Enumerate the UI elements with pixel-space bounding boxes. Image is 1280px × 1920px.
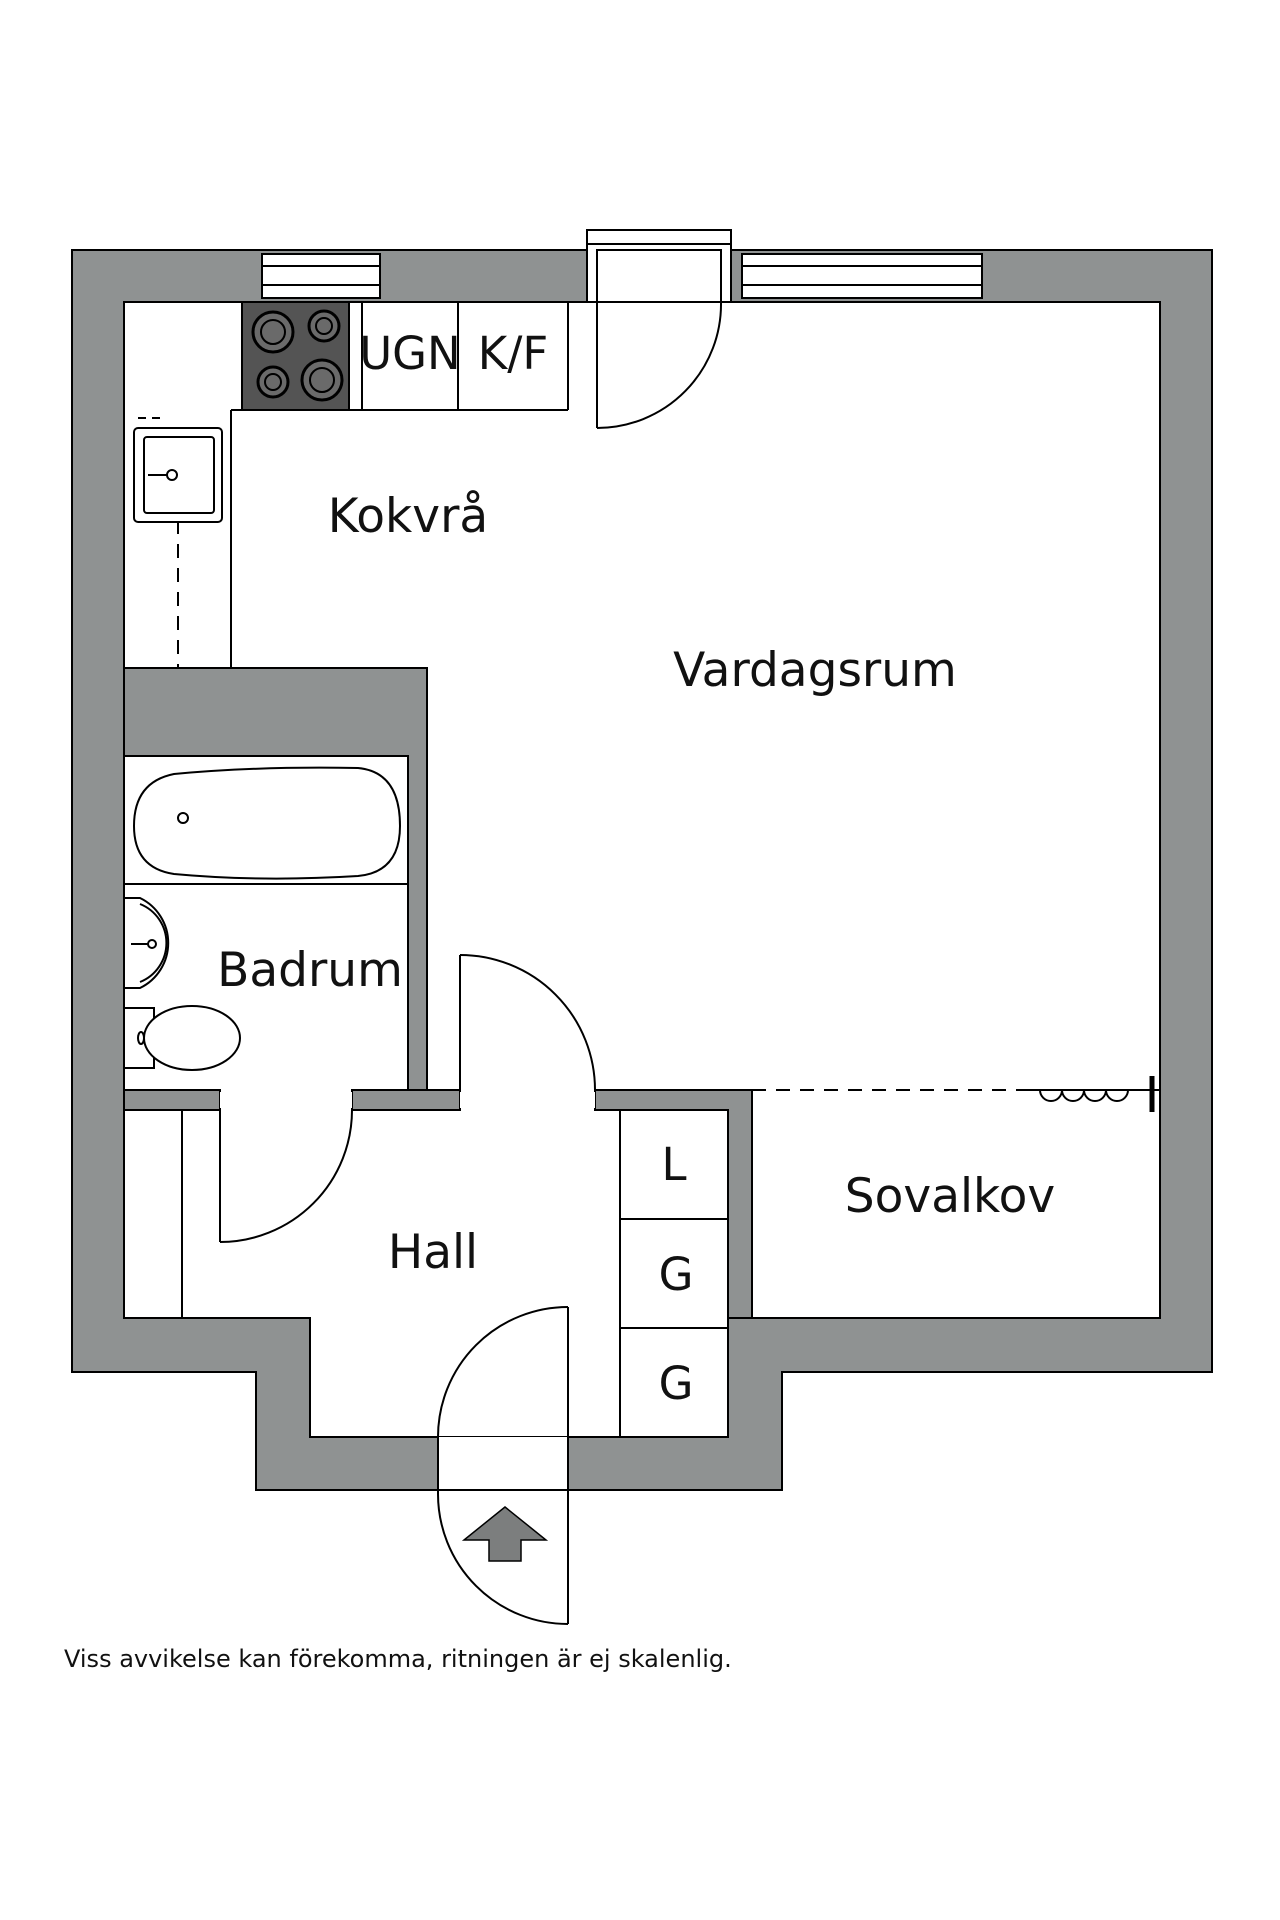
doors (219, 249, 723, 1625)
fridge-freezer-label: K/F (478, 327, 549, 380)
bathtub-icon (124, 766, 408, 885)
entrance-door (437, 1306, 569, 1625)
wall-bath-hall (123, 1089, 221, 1111)
arrow-up-icon (461, 1506, 549, 1562)
oven-label: UGN (359, 327, 460, 380)
washbasin-icon (123, 897, 170, 989)
disclaimer-note: Viss avvikelse kan förekomma, ritningen … (64, 1645, 732, 1673)
balcony-door (596, 249, 723, 429)
closet-label-l: L (661, 1138, 686, 1191)
room-label-badrum: Badrum (217, 943, 403, 998)
closet-label-g-1: G (659, 1248, 694, 1301)
room-label-hall: Hall (388, 1225, 478, 1280)
curtain-rod-icon (752, 1076, 1160, 1112)
walls (71, 249, 1213, 1491)
room-label-kokvra: Kokvrå (328, 489, 488, 544)
toilet-icon (123, 1005, 241, 1071)
sink-icon (133, 427, 223, 523)
room-label-sovalkov: Sovalkov (845, 1169, 1055, 1224)
bathroom-door (219, 1092, 353, 1243)
closets (181, 1109, 729, 1438)
window-living (741, 253, 983, 299)
wall-hall-top (351, 1089, 461, 1111)
closet-label-g-2: G (659, 1357, 694, 1410)
window-kitchen (261, 253, 381, 299)
labels: UGN K/F Kokvrå Vardagsrum Badrum Hall So… (217, 327, 1055, 1410)
living-room-door (459, 954, 596, 1108)
room-label-vardagsrum: Vardagsrum (673, 643, 957, 698)
stove-icon (241, 301, 350, 411)
